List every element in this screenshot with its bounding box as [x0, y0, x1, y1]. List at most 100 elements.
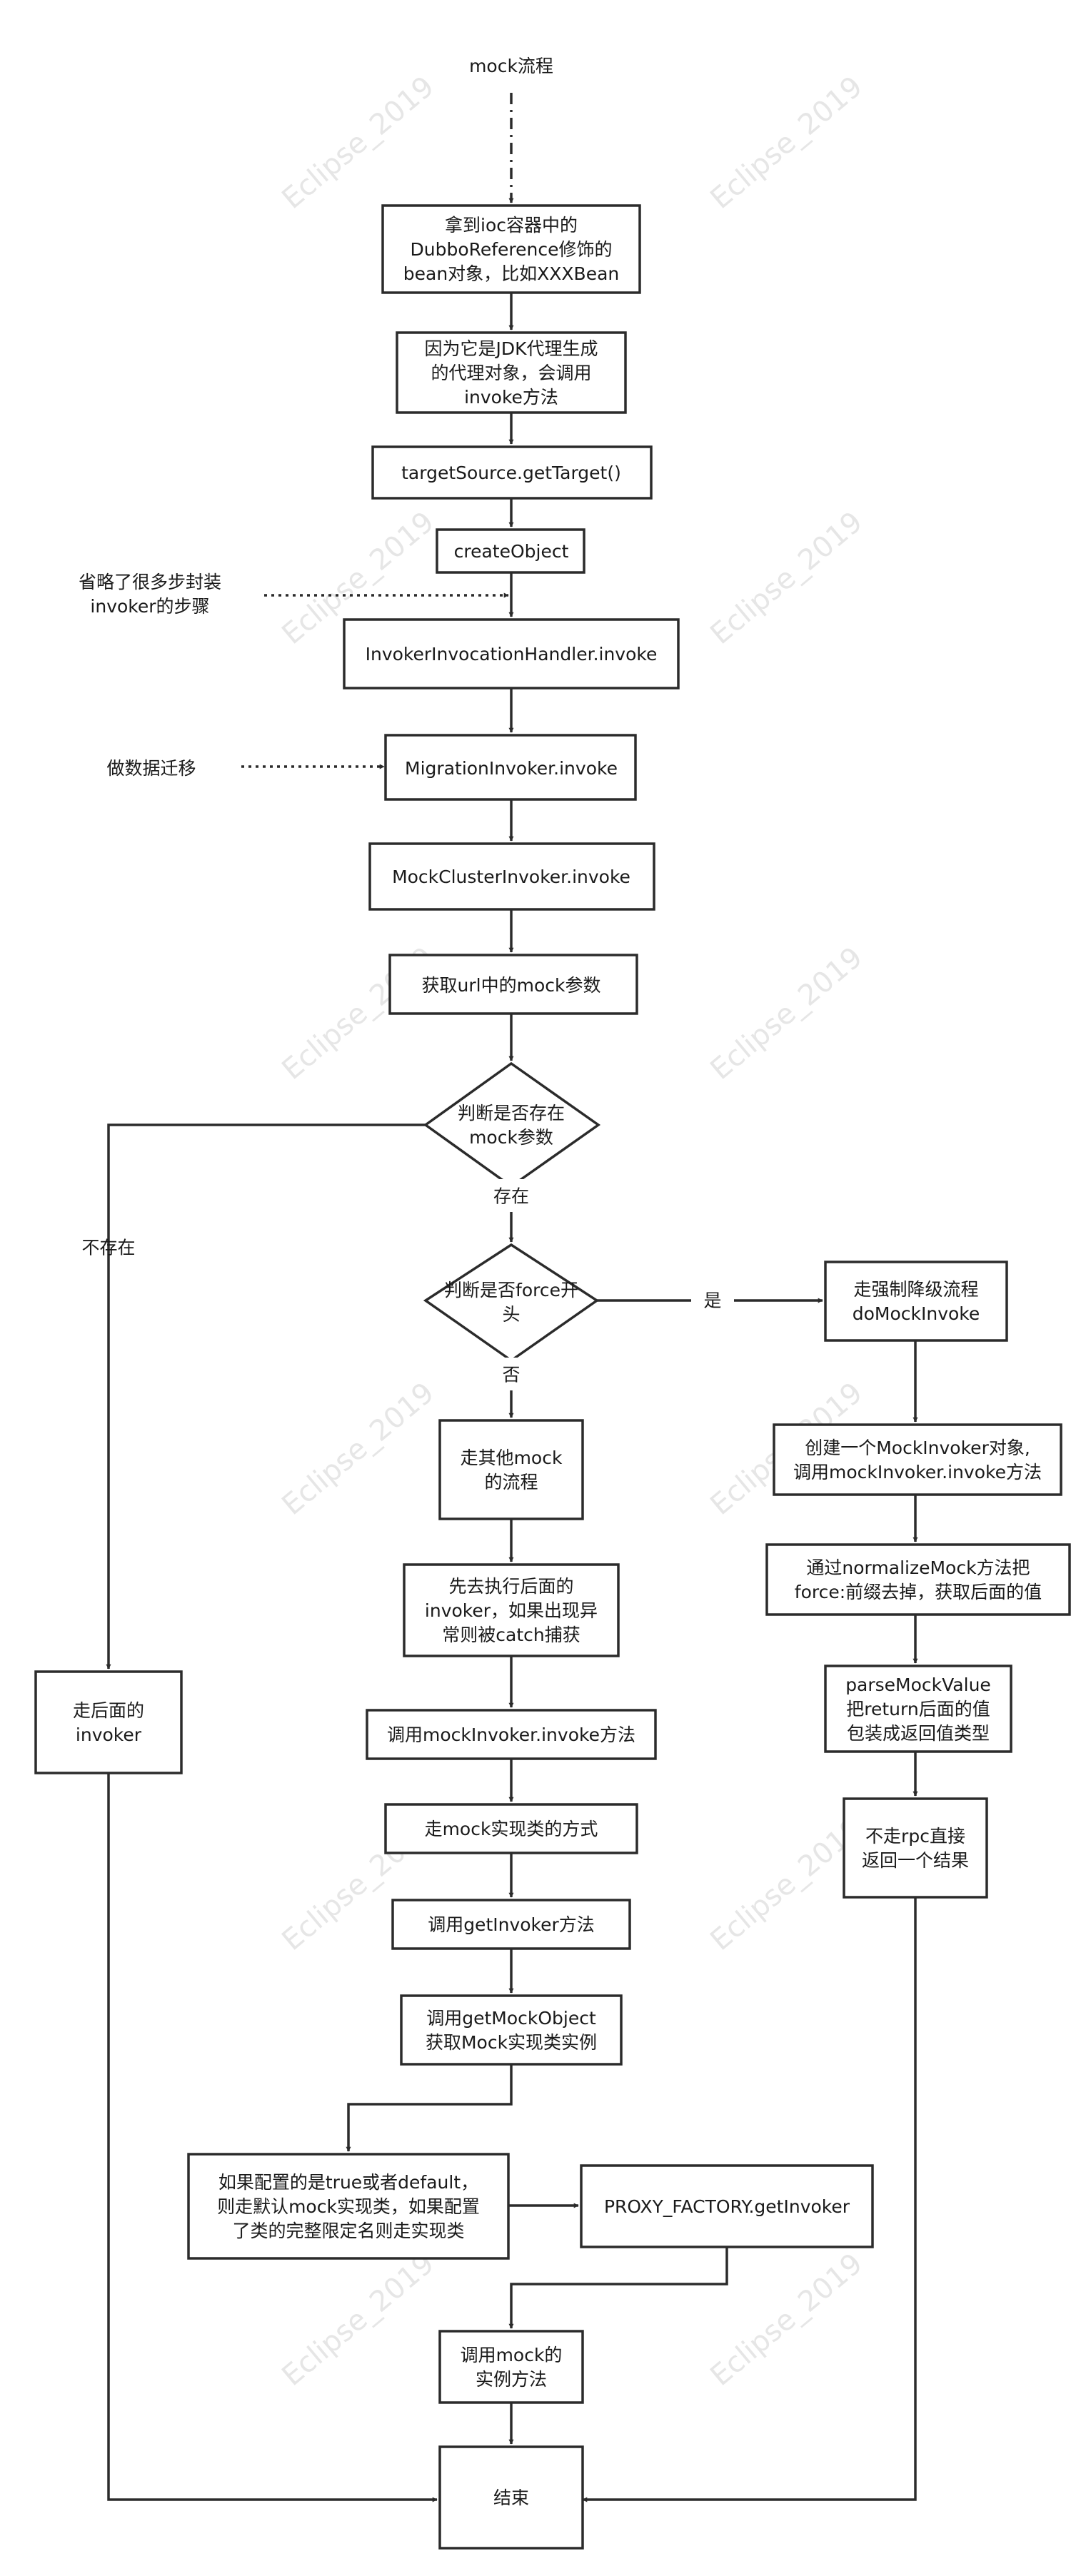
label-line: 走其他mock: [461, 1448, 563, 1468]
label-line: 走mock实现类的方式: [425, 1819, 598, 1839]
label-line: 创建一个MockInvoker对象,: [805, 1438, 1030, 1458]
label-line: 常则被catch捕获: [442, 1625, 580, 1645]
node-get-target-text: targetSource.getTarget(): [401, 463, 621, 483]
label-line: invoke方法: [464, 387, 558, 408]
node-get-mock-param-text: 获取url中的mock参数: [422, 975, 601, 996]
node-default-mock-impl: [187, 2153, 510, 2260]
watermark: Eclipse_2019: [704, 2247, 868, 2393]
watermark: Eclipse_2019: [276, 1376, 440, 1522]
label-line: 实例方法: [476, 2369, 547, 2390]
node-call-get-invoker: [391, 1899, 631, 1950]
node-get-bean: [381, 204, 641, 294]
node-get-bean-text: 拿到ioc容器中的 DubboReference修饰的 bean对象，比如XXXBe…: [403, 215, 620, 284]
label-line: 不走rpc直接: [865, 1826, 965, 1847]
node-end-text: 结束: [493, 2487, 529, 2508]
watermark: Eclipse_2019: [704, 941, 868, 1086]
edges: [106, 93, 918, 2502]
edge-label-not-exist: 不存在: [81, 1238, 135, 1258]
node-call-mock-invoker: [366, 1709, 657, 1760]
edge-label-no: 否: [502, 1365, 520, 1385]
edge-hasmock-no: [106, 1123, 426, 1670]
node-no-rpc: [843, 1797, 988, 1899]
node-create-object: [436, 528, 585, 574]
node-proxy-factory-text: PROXY_FACTORY.getInvoker: [604, 2196, 850, 2217]
label-line: 的代理对象，会调用: [431, 363, 591, 383]
node-has-mock: [423, 1061, 601, 1188]
label-line: 调用mock的: [461, 2345, 563, 2365]
label-line: DubboReference修饰的: [410, 239, 612, 260]
label-line: PROXY_FACTORY.getInvoker: [604, 2196, 850, 2217]
watermark: Eclipse_2019: [276, 70, 440, 216]
node-jdk-proxy: [396, 331, 627, 414]
node-mock-impl-way: [384, 1803, 638, 1854]
node-mock-cluster-invoke: [368, 842, 655, 911]
diagram-title: mock流程: [469, 56, 553, 76]
edge-proxy-to-mockmethod: [508, 2247, 728, 2329]
node-mock-impl-way-text: 走mock实现类的方式: [425, 1819, 598, 1839]
node-migration-invoke: [384, 734, 637, 801]
node-migration-invoke-text: MigrationInvoker.invoke: [405, 758, 618, 779]
watermark: Eclipse_2019: [704, 505, 868, 651]
edge-norpc-to-end: [582, 1897, 917, 2502]
label-line: createObject: [454, 541, 569, 562]
node-jdk-proxy-text: 因为它是JDK代理生成的代理对象，会调用 invoke方法: [424, 338, 598, 408]
label-line: 做数据迁移: [106, 758, 196, 779]
node-other-mock-flow: [438, 1419, 584, 1520]
edge-label-yes: 是: [703, 1290, 721, 1311]
label-line: 因为它是JDK代理生成: [424, 338, 598, 359]
node-normalize-mock-text: 通过normalizeMock方法把 force:前缀去掉，获取后面的值: [795, 1557, 1042, 1602]
node-call-get-mock-object: [400, 1994, 623, 2066]
node-call-mock-method-text: 调用mock的实例方法: [461, 2345, 563, 2390]
label-line: 则走默认mock实现类，如果配置: [217, 2196, 480, 2217]
node-handler-invoke: [343, 618, 680, 690]
label-line: 拿到ioc容器中的: [445, 215, 578, 236]
node-parse-mock-value: [824, 1665, 1012, 1753]
label-line: doMockInvoke: [853, 1303, 980, 1324]
label-line: 包装成返回值类型: [847, 1723, 990, 1744]
node-call-get-invoker-text: 调用getInvoker方法: [428, 1914, 595, 1935]
watermark: Eclipse_2019: [276, 2247, 440, 2393]
label-line: 的流程: [484, 1472, 538, 1492]
label-line: 判断是否存在: [458, 1103, 565, 1123]
label-line: force:前缀去掉，获取后面的值: [795, 1582, 1042, 1602]
label-line: InvokerInvocationHandler.invoke: [366, 644, 658, 665]
text-layer: mock流程 拿到ioc容器中的 DubboReference修饰的 bean对象，…: [73, 56, 1042, 2508]
label-line: 返回一个结果: [862, 1850, 969, 1871]
node-normalize-mock: [765, 1543, 1071, 1616]
node-is-force: [423, 1243, 600, 1363]
label-line: targetSource.getTarget(): [401, 463, 621, 483]
label-line: parseMockValue: [845, 1675, 991, 1695]
label-line: mock参数: [469, 1127, 553, 1148]
node-end: [438, 2445, 584, 2550]
node-call-mock-invoker-text: 调用mockInvoker.invoke方法: [387, 1724, 635, 1745]
node-create-mock-invoker-text: 创建一个MockInvoker对象, 调用mockInvoker.invoke方法: [793, 1438, 1042, 1483]
node-mock-cluster-invoke-text: MockClusterInvoker.invoke: [392, 867, 630, 887]
edge-label-exist: 存在: [493, 1186, 529, 1207]
label-line: 获取url中的mock参数: [422, 975, 601, 996]
label-line: 把return后面的值: [846, 1699, 990, 1719]
label-line: invoker，如果出现异: [425, 1600, 598, 1621]
label-line: 通过normalizeMock方法把: [806, 1557, 1030, 1578]
node-create-object-text: createObject: [454, 541, 569, 562]
node-other-mock-flow-text: 走其他mock 的流程: [461, 1448, 563, 1492]
label-line: 头: [502, 1304, 520, 1325]
node-no-rpc-text: 不走rpc直接返回一个结果: [862, 1826, 969, 1871]
label-line: 调用mockInvoker.invoke方法: [793, 1462, 1042, 1483]
label-line: 了类的完整限定名则走实现类: [232, 2221, 464, 2241]
node-get-mock-param: [388, 954, 638, 1015]
node-call-mock-method: [438, 2330, 584, 2404]
label-line: MockClusterInvoker.invoke: [392, 867, 630, 887]
node-next-invoker: [34, 1670, 183, 1774]
label-line: 先去执行后面的: [448, 1576, 573, 1597]
label-line: 调用getMockObject: [426, 2008, 596, 2029]
label-line: mock流程: [469, 56, 553, 76]
label-line: bean对象，比如XXXBean: [403, 263, 620, 284]
label-line: 调用mockInvoker.invoke方法: [387, 1724, 635, 1745]
label-line: 走后面的: [73, 1700, 144, 1721]
note-migrate-text: 做数据迁移: [106, 758, 196, 779]
label-line: invoker的步骤: [90, 596, 209, 617]
